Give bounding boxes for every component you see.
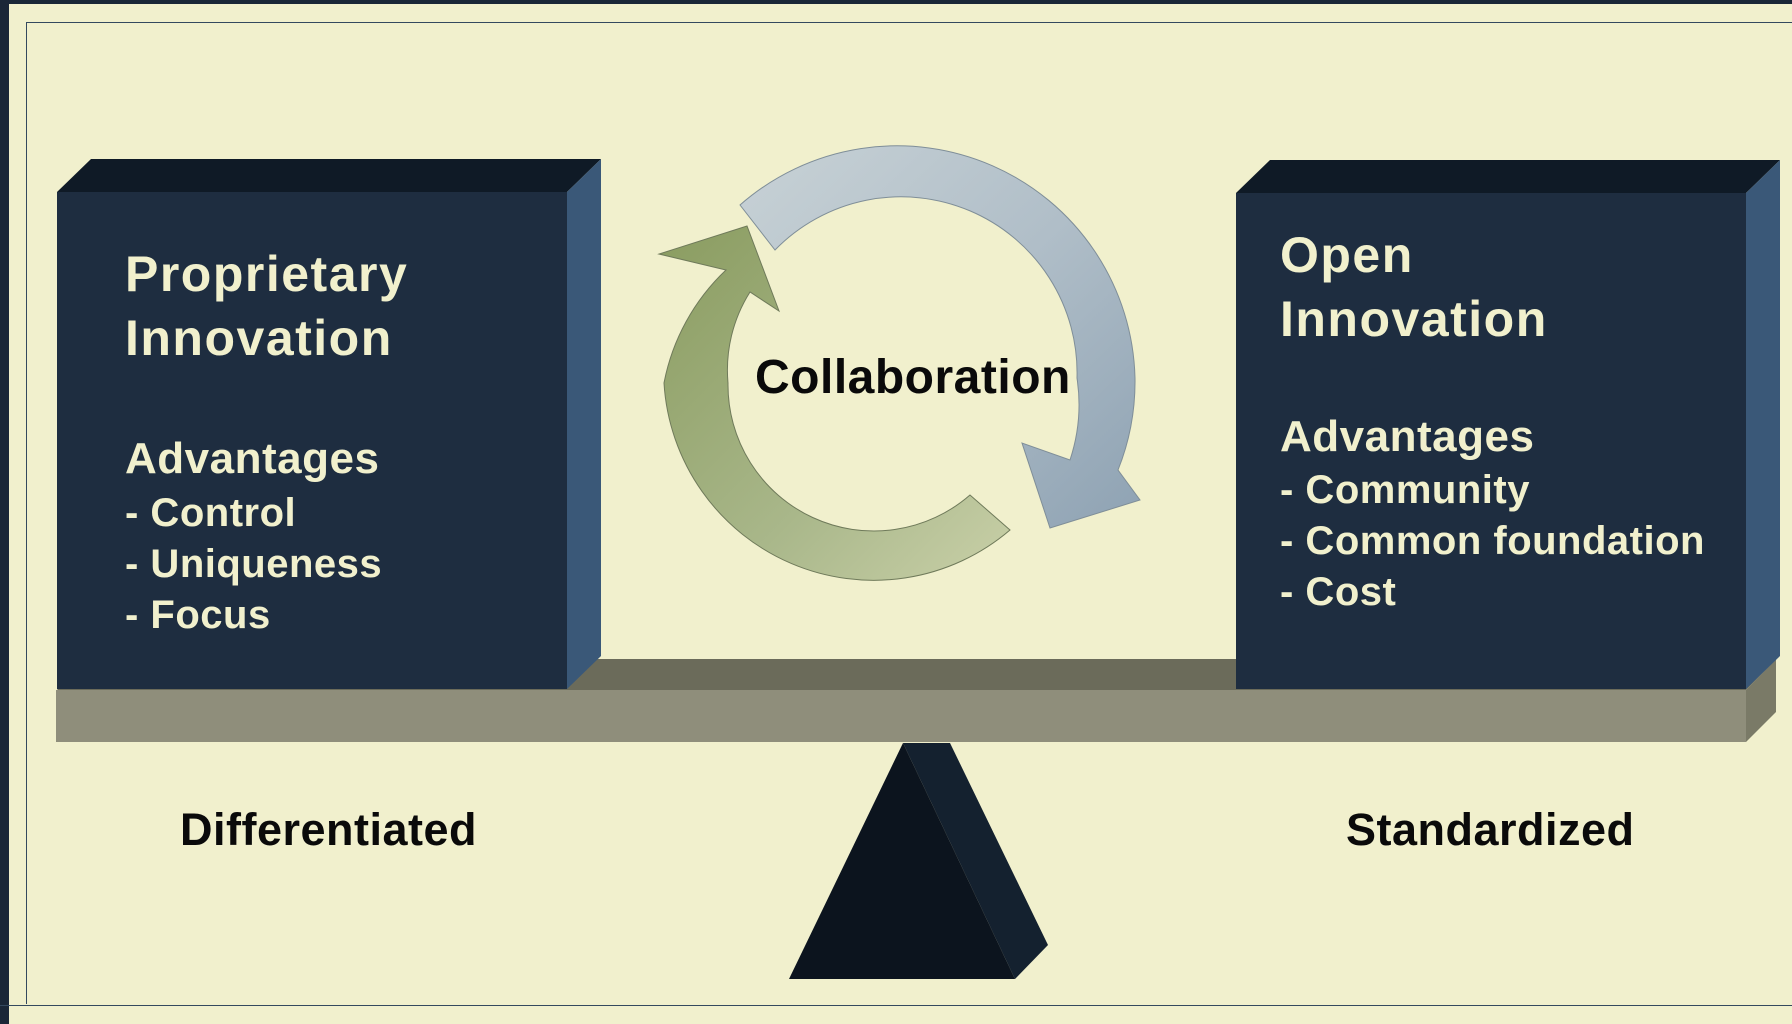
- right-box-top-face: [1236, 160, 1780, 193]
- open-innovation-title: Open Innovation: [1280, 227, 1548, 347]
- list-item: - Control: [125, 491, 297, 535]
- proprietary-innovation-box: Proprietary Innovation Advantages - Cont…: [57, 192, 567, 689]
- list-item: - Community: [1280, 468, 1530, 512]
- fulcrum-front-face: [789, 743, 1015, 979]
- beam-side-face: [1746, 659, 1776, 742]
- frame-vertical-line: [26, 22, 27, 1004]
- proprietary-innovation-title: Proprietary Innovation: [125, 246, 409, 366]
- open-advantages-heading: Advantages: [1280, 412, 1535, 461]
- blue-cycle-arrow: [739, 145, 1141, 529]
- frame-top-bar: [0, 0, 1792, 4]
- collaboration-label: Collaboration: [755, 351, 1071, 404]
- standardized-label: Standardized: [1346, 804, 1635, 855]
- left-box-top-face: [57, 159, 601, 192]
- list-item: - Uniqueness: [125, 542, 383, 586]
- list-item: - Focus: [125, 593, 271, 637]
- frame-left-bar: [0, 0, 9, 1024]
- list-item: - Cost: [1280, 570, 1397, 614]
- beam-front-face: [56, 690, 1746, 742]
- right-box-side-face: [1746, 160, 1780, 689]
- open-innovation-box: Open Innovation Advantages - Community -…: [1236, 193, 1746, 689]
- proprietary-advantages-heading: Advantages: [125, 434, 380, 483]
- green-cycle-arrow: [657, 225, 1011, 581]
- differentiated-label: Differentiated: [180, 804, 478, 855]
- left-box-side-face: [567, 159, 601, 689]
- open-advantages-list: - Community - Common foundation - Cost: [1280, 465, 1705, 618]
- frame-top-line: [26, 22, 1792, 23]
- fulcrum-side-face: [903, 743, 1048, 979]
- list-item: - Common foundation: [1280, 519, 1705, 563]
- proprietary-advantages-list: - Control - Uniqueness - Focus: [125, 488, 382, 641]
- frame-bottom-line: [0, 1005, 1792, 1006]
